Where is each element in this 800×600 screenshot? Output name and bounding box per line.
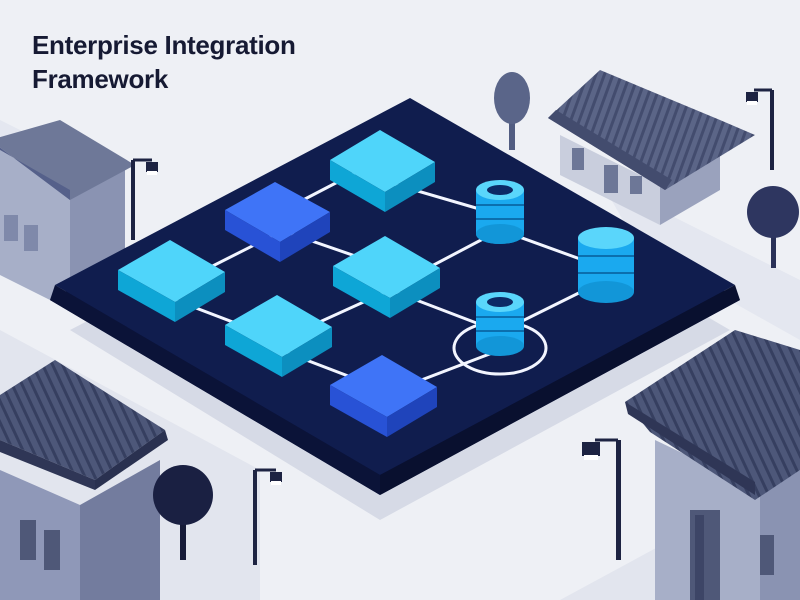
house-top-left xyxy=(0,120,135,310)
database-icon xyxy=(578,227,634,303)
house-top-right xyxy=(548,70,755,225)
street-lamp-icon xyxy=(131,158,158,240)
house-icon xyxy=(0,120,135,310)
street-lamp-icon xyxy=(746,88,774,170)
street-lamp-top-right xyxy=(746,88,774,170)
house-bottom-left xyxy=(0,360,168,600)
street-lamp-bottom-center xyxy=(253,468,282,565)
databases xyxy=(476,180,634,356)
server-module-icon xyxy=(225,182,330,262)
tree-icon xyxy=(747,186,799,268)
tree-top-center xyxy=(494,72,530,150)
server-module-icon xyxy=(118,240,225,322)
title-line-1: Enterprise Integration xyxy=(32,30,296,60)
tree-icon xyxy=(153,465,213,560)
street-lamp-icon xyxy=(253,468,282,565)
house-bottom-right xyxy=(625,330,800,600)
house-icon xyxy=(625,330,800,600)
tree-icon xyxy=(494,72,530,150)
street-lamp-icon xyxy=(582,438,621,560)
street-lamp-bottom-right xyxy=(582,438,621,560)
house-icon xyxy=(548,70,755,225)
tree-bottom xyxy=(153,465,213,560)
street-lamp-top-left xyxy=(131,158,158,240)
page-title: Enterprise Integration Framework xyxy=(32,28,296,96)
database-icon xyxy=(476,292,524,356)
tree-right xyxy=(747,186,799,268)
server-module-icon xyxy=(330,355,437,437)
server-module-icon xyxy=(225,295,332,377)
module-blocks xyxy=(118,130,440,437)
database-icon xyxy=(476,180,524,244)
server-module-icon xyxy=(333,236,440,318)
server-module-icon xyxy=(330,130,435,212)
house-icon xyxy=(0,360,168,600)
title-line-2: Framework xyxy=(32,64,169,94)
